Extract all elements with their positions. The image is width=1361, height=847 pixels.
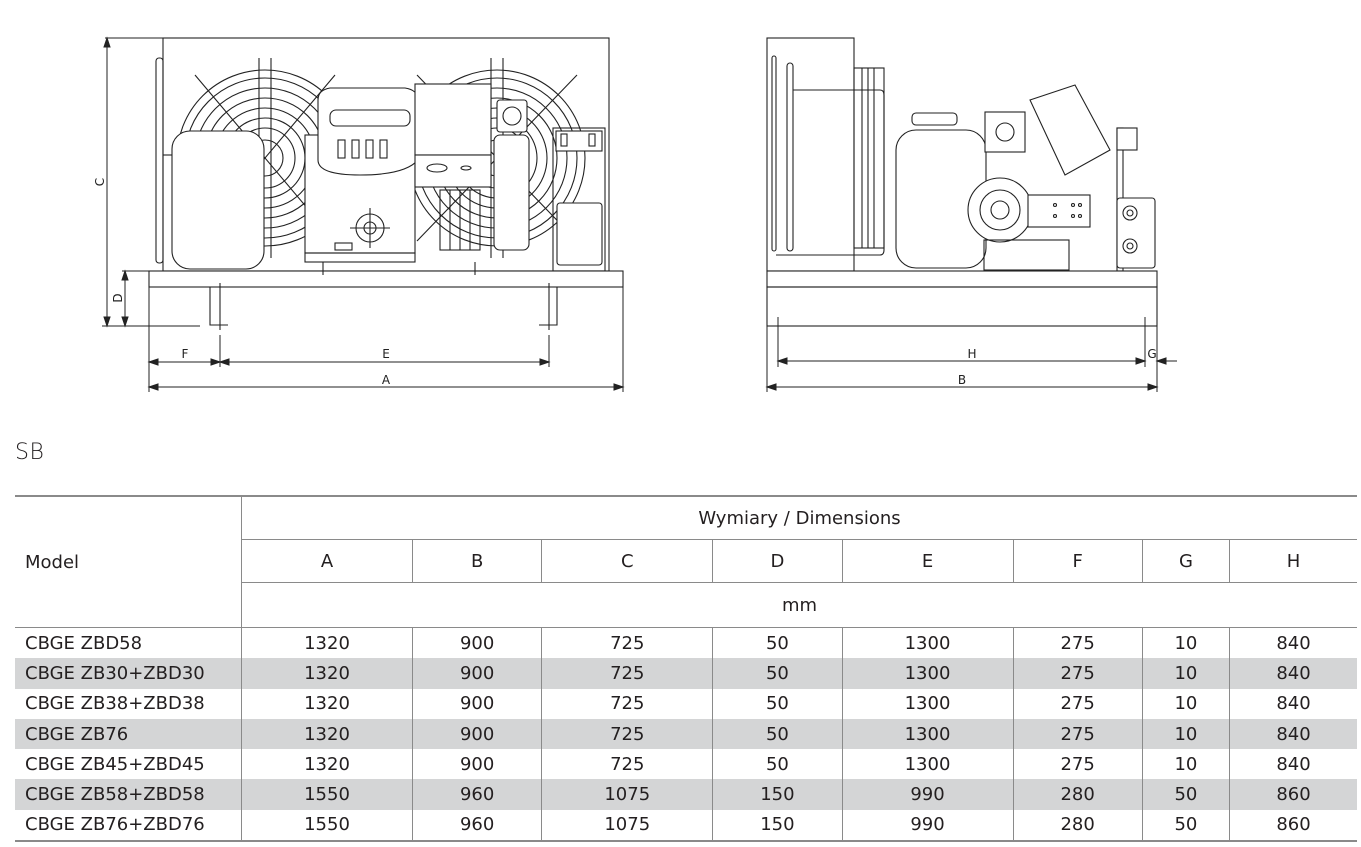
dimension-cell-f: 275 <box>1013 658 1143 689</box>
dim-label-e: E <box>382 347 390 361</box>
dimension-cell-c: 725 <box>541 658 714 689</box>
dimension-cell-f: 275 <box>1013 688 1143 719</box>
column-header: B <box>412 539 543 583</box>
dimension-cell-g: 10 <box>1142 749 1231 780</box>
dimension-cell-c: 725 <box>541 718 714 750</box>
dimensions-table: Model Wymiary / Dimensions A B C D E F G… <box>15 495 1357 843</box>
compressor <box>304 87 419 263</box>
dimension-cell-b: 900 <box>412 749 543 780</box>
dimension-cell-a: 1320 <box>241 688 414 719</box>
dimension-cell-b: 900 <box>412 718 543 750</box>
dimension-cell-e: 990 <box>842 809 1014 843</box>
dimension-cell-e: 1300 <box>842 627 1014 659</box>
dimension-cell-f: 280 <box>1013 779 1143 810</box>
dimension-cell-e: 1300 <box>842 718 1014 750</box>
dimension-cell-a: 1320 <box>241 627 414 659</box>
dim-label-g: G <box>1147 347 1156 361</box>
side-dimensions <box>765 317 1177 392</box>
dimension-cell-c: 725 <box>541 749 714 780</box>
dimension-cell-f: 275 <box>1013 749 1143 780</box>
dimension-cell-d: 150 <box>712 809 843 843</box>
dimension-cell-d: 50 <box>712 718 843 750</box>
dimension-cell-c: 725 <box>541 627 714 659</box>
dimension-cell-f: 280 <box>1013 809 1143 843</box>
section-label: SB <box>15 440 45 465</box>
model-cell: CBGE ZB58+ZBD58 <box>15 779 242 810</box>
dimension-cell-c: 1075 <box>541 779 714 810</box>
dimension-cell-d: 50 <box>712 627 843 659</box>
dimension-cell-h: 840 <box>1229 658 1357 689</box>
dimension-cell-h: 840 <box>1276 632 1311 654</box>
dimension-cell-e: 1300 <box>842 658 1014 689</box>
dimension-cell-g: 10 <box>1142 718 1231 750</box>
dimension-cell-g: 10 <box>1142 658 1231 689</box>
dim-label-a: A <box>382 373 391 387</box>
dimension-cell-b: 960 <box>412 779 543 810</box>
dimension-cell-g: 10 <box>1142 627 1231 659</box>
dimension-cell-b: 900 <box>412 627 543 659</box>
dimension-cell-b: 960 <box>412 809 543 843</box>
dim-label-h: H <box>967 347 976 361</box>
dimension-cell-a: 1320 <box>241 718 414 750</box>
dimension-cell-f: 275 <box>1013 627 1143 659</box>
dimension-cell-h: 860 <box>1229 809 1357 843</box>
dimension-cell-g: 50 <box>1142 809 1231 843</box>
dimension-cell-b: 900 <box>412 688 543 719</box>
column-header: E <box>842 539 1014 583</box>
dim-label-d: D <box>111 293 125 302</box>
side-view <box>766 37 1158 327</box>
dimension-cell-h: 860 <box>1229 779 1357 810</box>
dimension-cell-e: 1300 <box>842 688 1014 719</box>
dimension-cell-c: 1075 <box>541 809 714 843</box>
column-header: G <box>1142 539 1231 583</box>
dimension-cell-d: 150 <box>712 779 843 810</box>
dimension-cell-h: 840 <box>1276 693 1311 715</box>
dim-label-f: F <box>182 347 189 361</box>
column-header: F <box>1013 539 1143 583</box>
dimension-cell-d: 50 <box>712 749 843 780</box>
column-header: H <box>1229 539 1357 583</box>
dimension-cell-e: 1300 <box>842 749 1014 780</box>
dim-label-b: B <box>958 373 966 387</box>
model-cell: CBGE ZB38+ZBD38 <box>15 688 242 719</box>
column-header: D <box>712 539 843 583</box>
dimension-cell-a: 1550 <box>241 809 414 843</box>
dimension-cell-d: 50 <box>712 658 843 689</box>
dim-label-c: C <box>93 178 107 186</box>
dimension-cell-c: 725 <box>541 688 714 719</box>
model-cell: CBGE ZB76+ZBD76 <box>15 809 242 843</box>
dimension-cell-a: 1320 <box>241 749 414 780</box>
model-header: Model <box>15 496 242 628</box>
dimension-cell-d: 50 <box>712 688 843 719</box>
model-cell: CBGE ZB76 <box>15 718 242 750</box>
dimension-cell-g: 10 <box>1142 688 1231 719</box>
model-cell: CBGE ZB30+ZBD30 <box>15 658 242 689</box>
model-cell: CBGE ZB45+ZBD45 <box>15 749 242 780</box>
dimension-cell-h: 840 <box>1229 718 1357 750</box>
model-cell: CBGE ZBD58 <box>15 627 242 659</box>
front-dimensions <box>102 36 625 392</box>
dimension-cell-a: 1320 <box>241 658 414 689</box>
dimension-cell-f: 275 <box>1013 718 1143 750</box>
front-view <box>148 37 624 330</box>
column-header: A <box>241 539 414 583</box>
dimension-cell-g: 50 <box>1142 779 1231 810</box>
technical-drawing: C D F E A H G B <box>93 36 1177 392</box>
column-header: C <box>541 539 714 583</box>
dimension-cell-a: 1550 <box>241 779 414 810</box>
dimension-cell-e: 990 <box>842 779 1014 810</box>
dimension-cell-h: 840 <box>1276 753 1311 775</box>
dimension-cell-b: 900 <box>412 658 543 689</box>
dimensions-group-header: Wymiary / Dimensions <box>241 496 1357 540</box>
unit-header: mm <box>241 582 1357 628</box>
